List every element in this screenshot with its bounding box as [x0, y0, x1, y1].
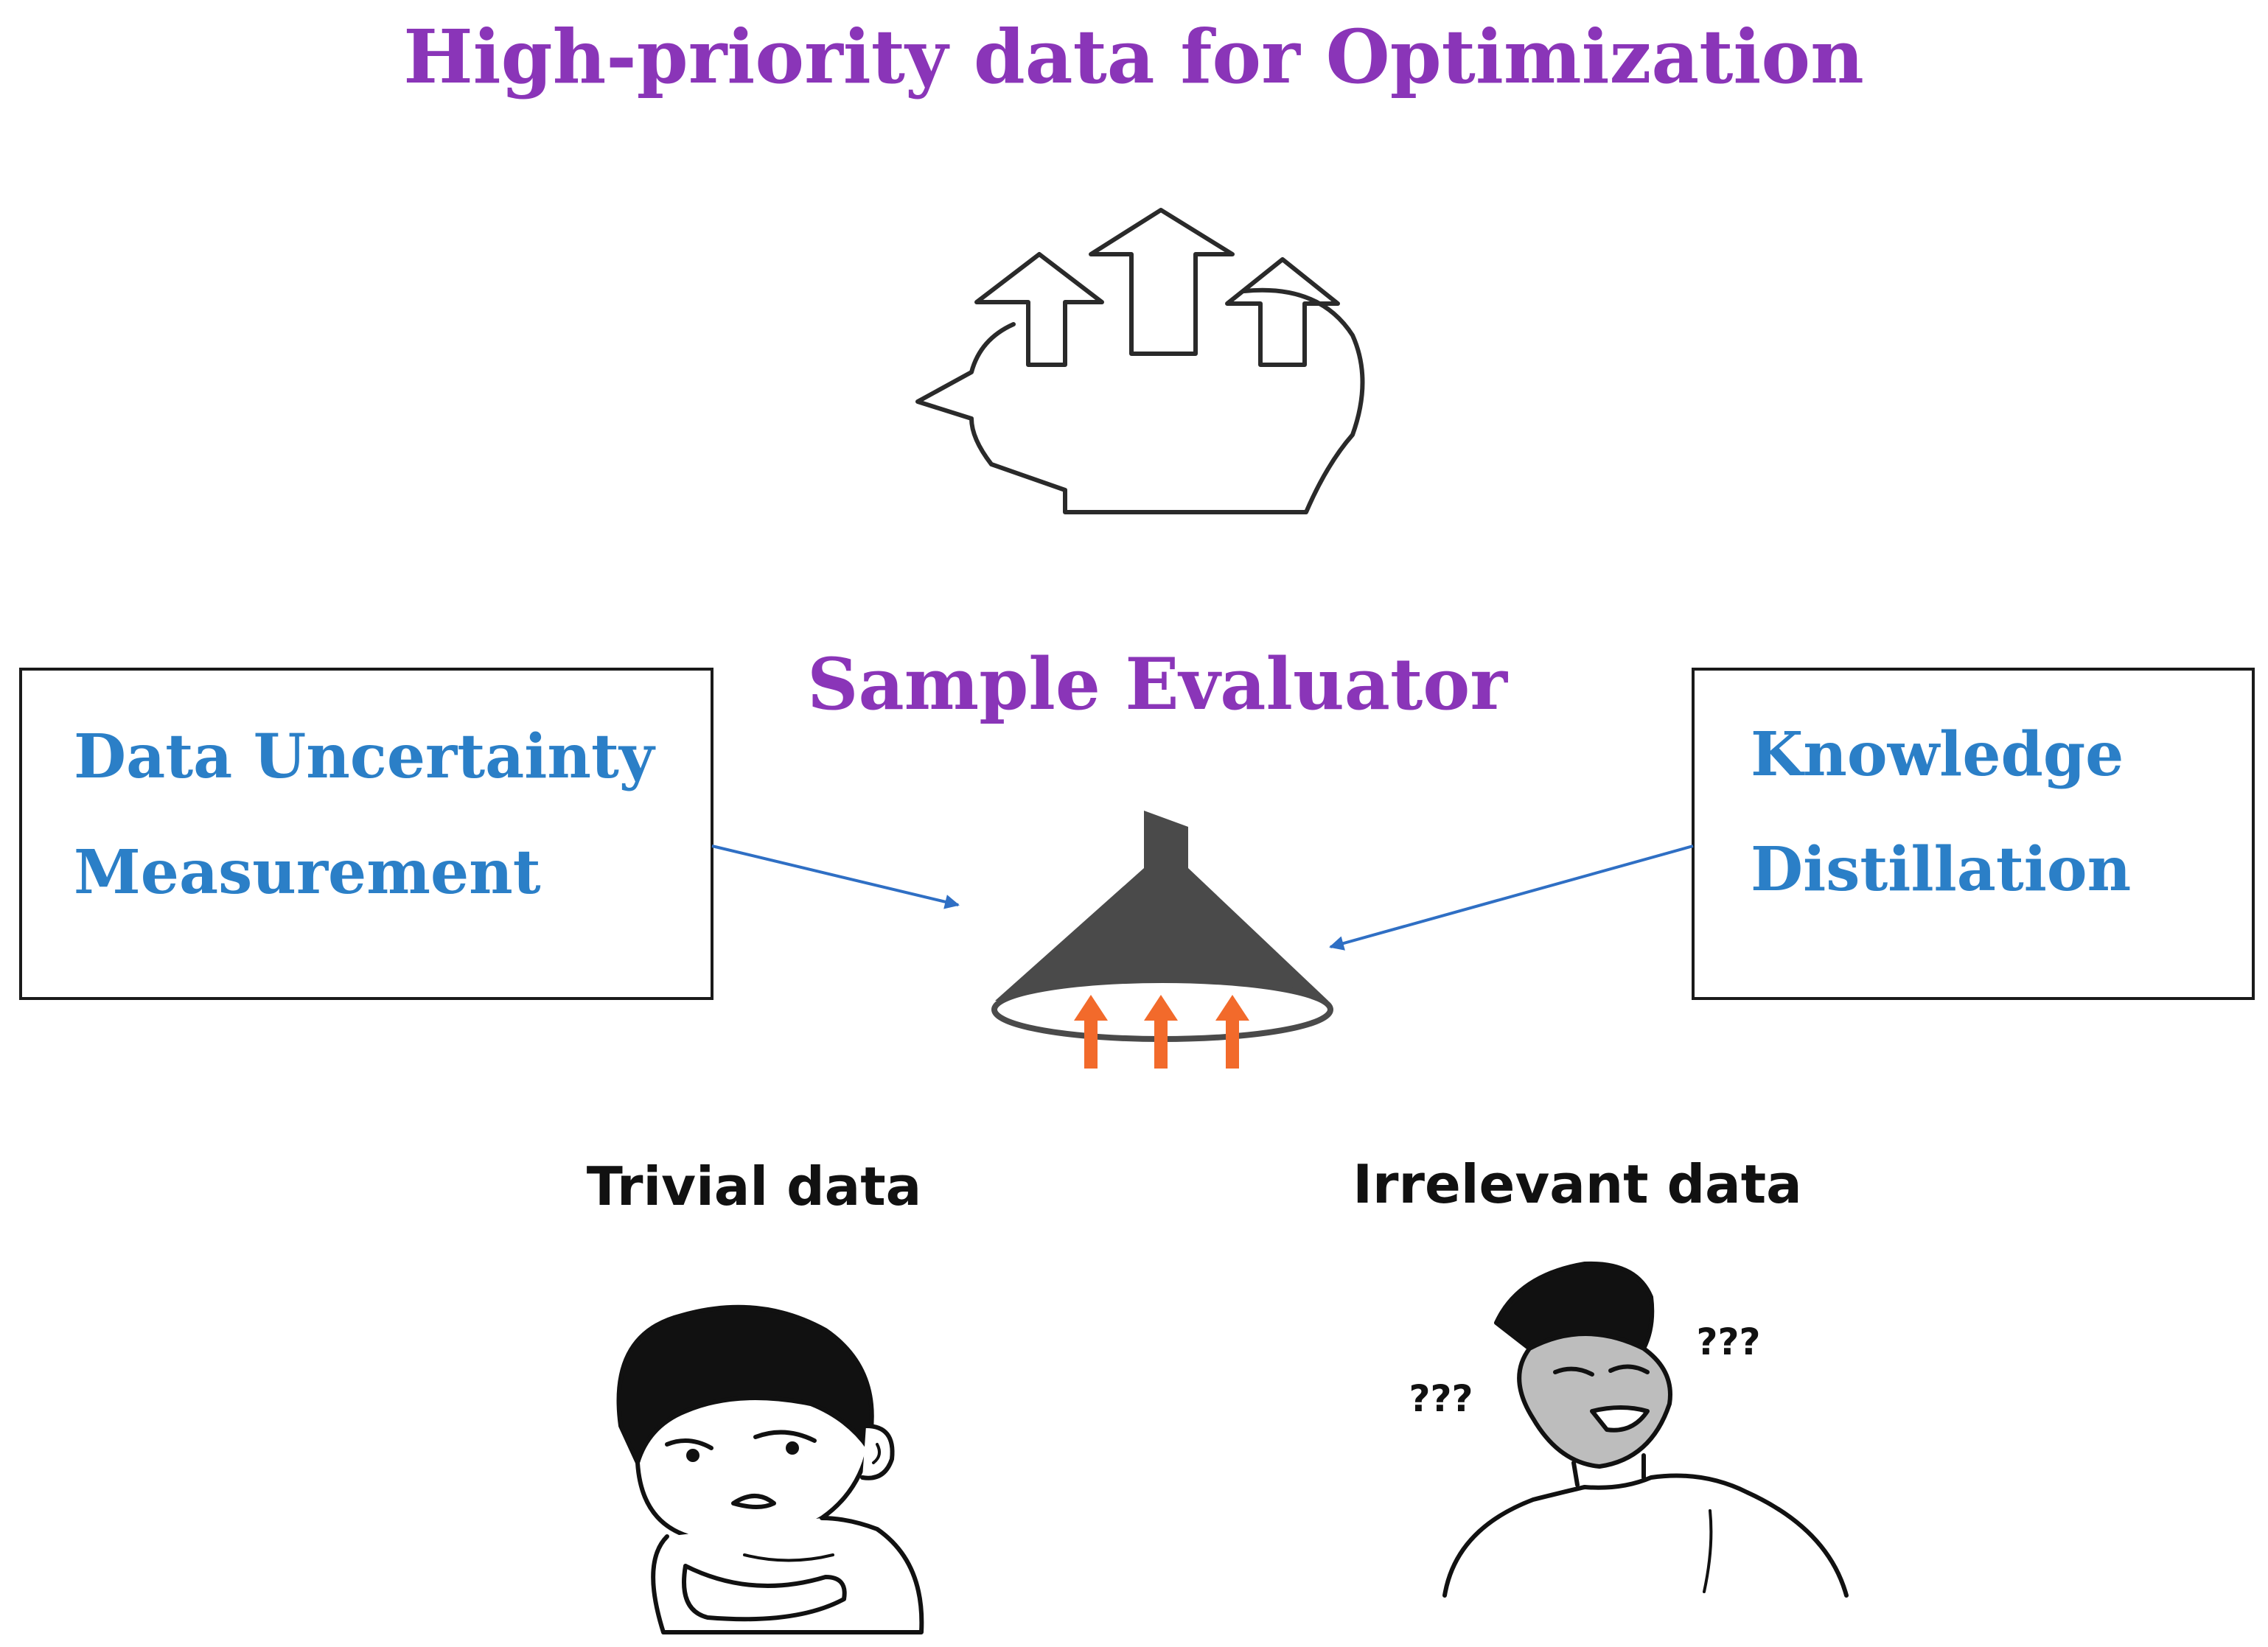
- head-with-arrows-icon: [915, 208, 1365, 514]
- trivial-data-label: Trivial data: [587, 1155, 921, 1217]
- question-marks-left: ???: [1409, 1377, 1473, 1420]
- distillation-box-line1: Knowledge: [1751, 719, 2124, 790]
- grumpy-boy-icon: [616, 1304, 924, 1634]
- uncertainty-box-line2: Measurement: [74, 837, 541, 908]
- confused-man-icon: [1442, 1261, 1849, 1598]
- irrelevant-data-label: Irrelevant data: [1353, 1153, 1802, 1215]
- uncertainty-box-line1: Data Uncertainty: [74, 721, 656, 792]
- uncertainty-box: [19, 668, 713, 1000]
- diagram-title: High-priority data for Optimization: [403, 13, 1864, 100]
- distillation-to-evaluator-arrow: [1329, 845, 1694, 951]
- uncertainty-to-evaluator-arrow: [711, 845, 960, 909]
- distillation-box-line2: Distillation: [1751, 834, 2131, 905]
- distillation-box: [1692, 668, 2255, 1000]
- evaluator-label: Sample Evaluator: [807, 643, 1508, 726]
- question-marks-right: ???: [1696, 1321, 1760, 1363]
- upward-orange-arrows-icon: [1074, 995, 1249, 1069]
